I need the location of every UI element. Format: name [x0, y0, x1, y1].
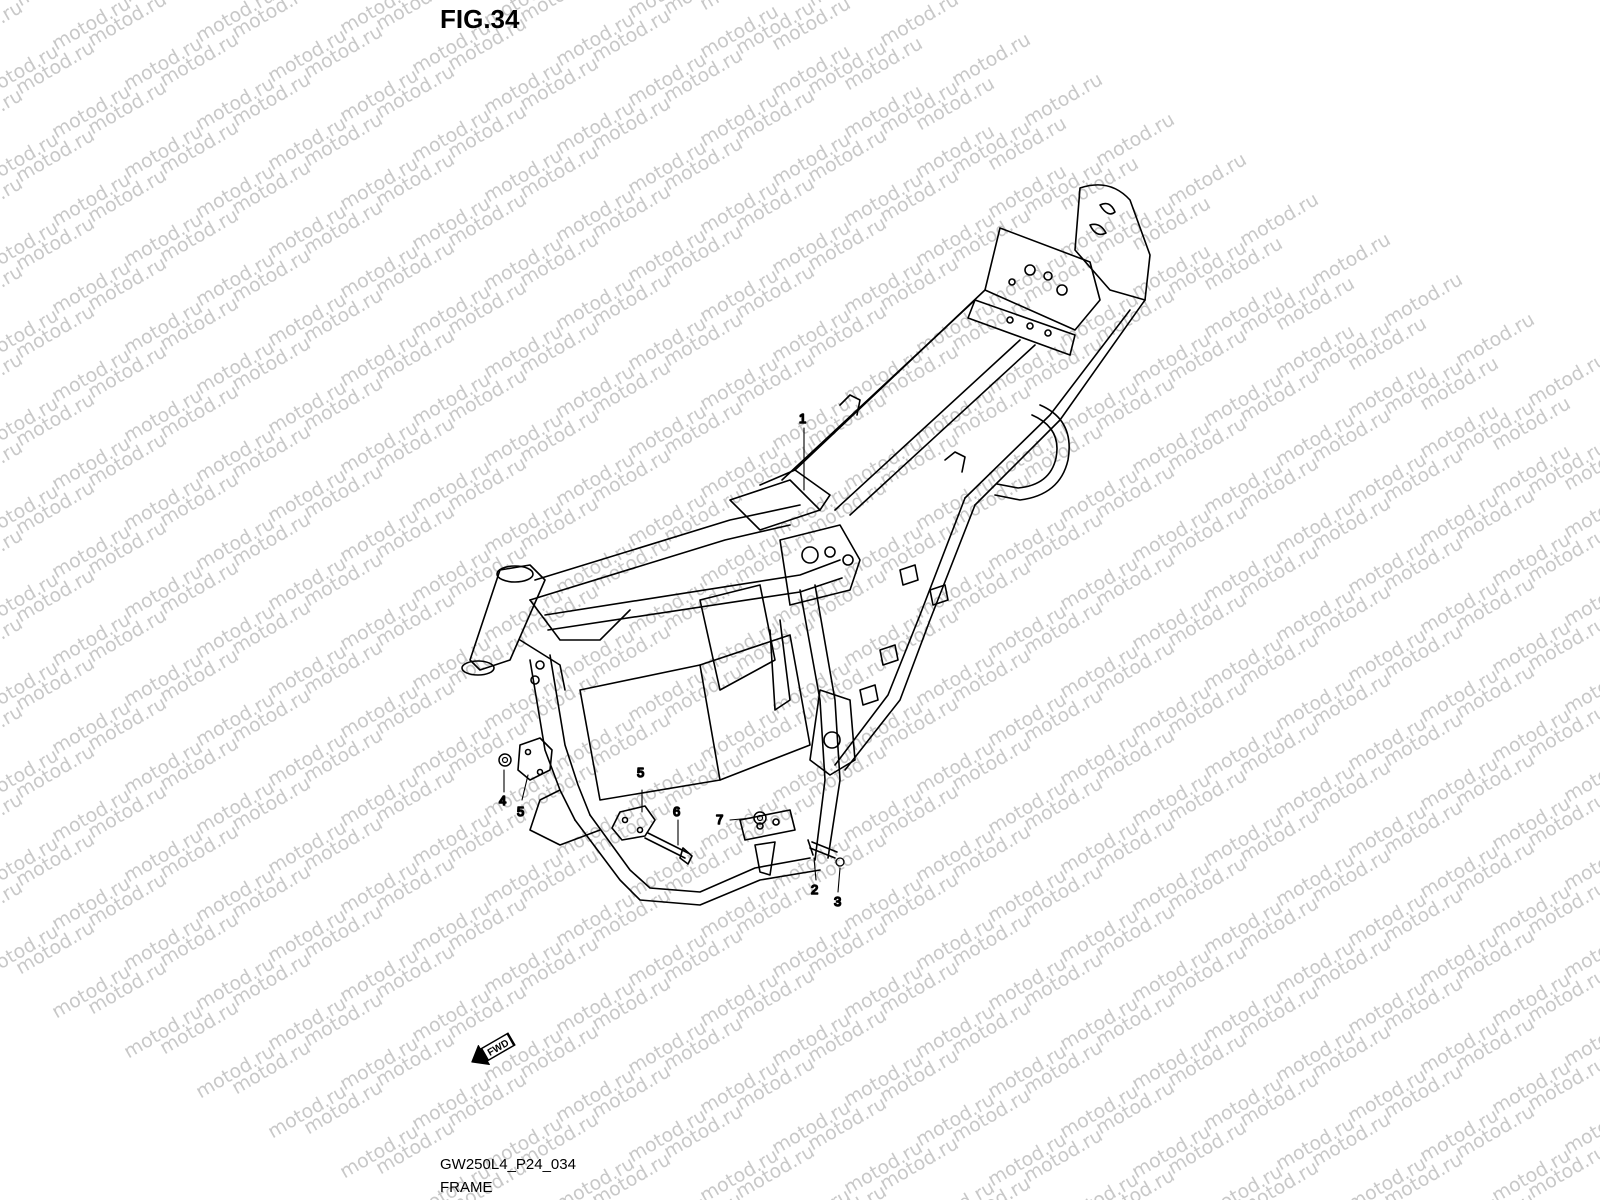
- bolt-icon: [644, 832, 693, 865]
- callout-2: 2: [811, 882, 818, 897]
- bolt-icon: [807, 839, 838, 859]
- callout-5a: 5: [517, 804, 524, 819]
- callout-6: 6: [673, 804, 680, 819]
- diagram-code: GW250L4_P24_034: [440, 1156, 576, 1173]
- rear-frame: [781, 184, 1151, 516]
- nut-icon: [753, 811, 767, 825]
- nut-icon: [498, 753, 512, 767]
- callout-3: 3: [834, 894, 841, 909]
- callout-7: 7: [716, 812, 723, 827]
- plate-icon: [611, 805, 656, 841]
- callout-5b: 5: [637, 765, 644, 780]
- figure-title: FIG.34: [440, 4, 520, 34]
- callout-1: 1: [799, 411, 806, 426]
- leader-lines: [503, 427, 841, 893]
- fwd-arrow-icon: FWD: [471, 1032, 516, 1066]
- plate-icon: [517, 737, 553, 781]
- fwd-label: FWD: [486, 1038, 511, 1059]
- callout-4: 4: [499, 793, 506, 808]
- washer-icon: [835, 857, 845, 867]
- main-frame: [461, 469, 976, 906]
- section-name: FRAME: [440, 1179, 493, 1196]
